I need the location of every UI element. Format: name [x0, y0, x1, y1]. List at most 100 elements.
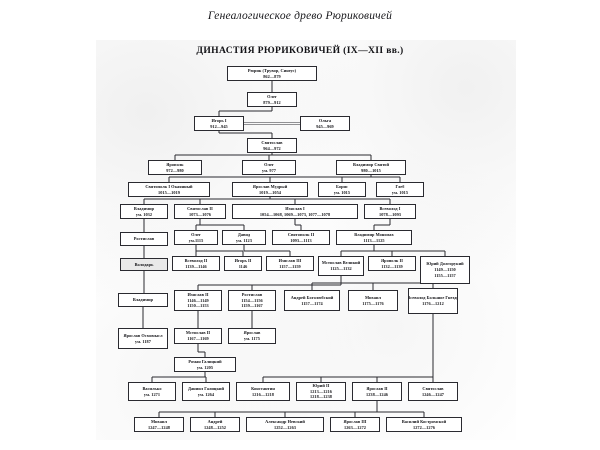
node-name: Святополк II — [287, 231, 315, 237]
node-dates: ум. 1175 — [244, 336, 260, 341]
node-dates: ум. 1205 — [196, 364, 214, 370]
node-name: Мстислав II — [185, 330, 211, 336]
node-name: Святополк I Окаянный — [145, 183, 193, 189]
node-dates: ум. 1123 — [236, 237, 252, 243]
node-rurik[interactable]: Рюрик (Трувор, Синеус)862—879 — [227, 66, 317, 81]
node-dates: 945—969 — [316, 123, 334, 129]
node-dates: 1246—1247 — [422, 391, 444, 397]
node-name: Борис — [335, 183, 348, 189]
node-dates: 1015—1019 — [158, 189, 180, 195]
chart-title: ДИНАСТИЯ РЮРИКОВИЧЕЙ (IX—XII вв.) — [196, 45, 404, 56]
node-name: Ярополк II — [380, 257, 403, 263]
node-dates: 972—980 — [166, 167, 184, 173]
node-name: Изяслав III — [278, 257, 302, 263]
node-name: Игорь I — [211, 117, 227, 123]
node-name: Андрей — [207, 418, 223, 424]
node-dates: 1155—1157 — [434, 272, 456, 278]
node-dates: 1150—1153 — [187, 303, 209, 309]
node-name: Юрий II — [312, 383, 330, 388]
node-dates: 912—945 — [210, 123, 228, 129]
node-dates: 1054—1068, 1069—1073, 1077—1078 — [259, 211, 331, 217]
node-name: Давид — [237, 231, 251, 237]
node-volodar[interactable]: Володарь — [120, 258, 168, 271]
node-name: Василий Костромской — [401, 418, 447, 424]
node-dates: 1093—1113 — [290, 237, 312, 243]
node-dates: ум. 1032 — [135, 211, 153, 217]
node-name: Глеб — [395, 183, 405, 189]
node-name: Святослав II — [187, 205, 213, 211]
node-name: Святослав — [261, 139, 283, 145]
node-dates: 1176—1212 — [422, 301, 444, 306]
node-dates: 1248—1252 — [204, 424, 226, 430]
node-dates: 1252—1263 — [274, 424, 296, 430]
node-name: Василько — [142, 385, 162, 391]
node-dates: 1263—1272 — [344, 424, 366, 430]
node-dates: 1157—1159 — [279, 263, 301, 269]
node-name: Ольга — [318, 117, 332, 123]
node-dates: ум. 1187 — [135, 338, 151, 344]
node-name: Рюрик (Трувор, Синеус) — [247, 67, 297, 73]
node-name: Всеволод Большое Гнездо — [408, 295, 458, 301]
node-dates: 1218—1238 — [310, 394, 332, 400]
node-dates: 1213—1216 — [310, 388, 332, 394]
node-name: Ярополк — [166, 161, 184, 167]
node-name: Олег — [264, 161, 274, 167]
node-vladimir2[interactable]: Владимир — [118, 293, 168, 307]
node-rostislav[interactable]: Ростислав — [120, 232, 168, 246]
node-dates: 1216—1218 — [252, 391, 274, 397]
node-dates: 1146—1149 — [187, 297, 209, 303]
node-name: Олег — [267, 93, 277, 99]
node-name: Юрий Долгорукий — [426, 261, 464, 267]
node-name: Изяслав II — [187, 291, 209, 297]
node-name: Константин — [251, 385, 275, 391]
node-dates: 1019—1054 — [259, 189, 281, 195]
node-name: Ярослав Мудрый — [252, 183, 288, 189]
node-name: Ярослав Осмомысл — [123, 332, 163, 338]
